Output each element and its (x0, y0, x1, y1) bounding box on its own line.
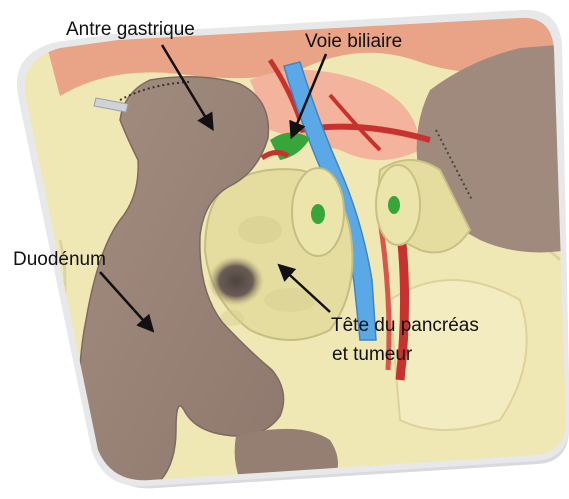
label-duodenum: Duodénum (13, 248, 106, 271)
wirsung-duct-left (311, 204, 325, 224)
label-tete-pancreas: Tête du pancréas (331, 314, 479, 337)
label-et-tumeur: et tumeur (332, 343, 412, 366)
tumor (208, 256, 264, 306)
label-voie-biliaire: Voie biliaire (305, 30, 402, 53)
label-antre-gastrique: Antre gastrique (66, 18, 195, 41)
wirsung-duct-right (388, 196, 400, 214)
duodenum-lower-curve (235, 429, 338, 499)
pancreas-texture (238, 216, 282, 244)
